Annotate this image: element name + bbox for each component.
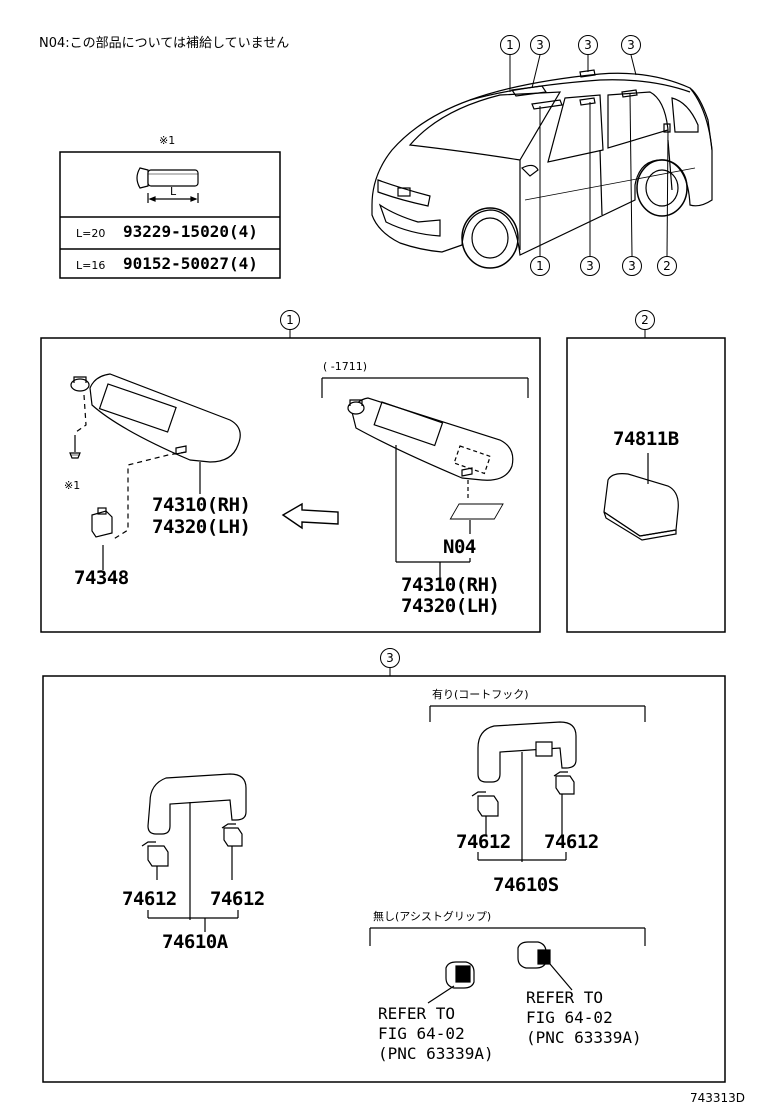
table-row-length: L=20	[76, 227, 106, 240]
callout-marker: 3	[621, 35, 641, 55]
left-sun-visor	[70, 373, 241, 463]
refer-line: REFER TO	[526, 988, 604, 1007]
note-n04: N04:この部品については補給していません	[39, 36, 290, 51]
table-row-length: L=16	[76, 259, 106, 272]
screw-drawing	[136, 167, 199, 203]
refer-line: REFER TO	[378, 1004, 456, 1023]
right-grip-clip-a	[471, 791, 499, 817]
right-assy-part: 74610S	[493, 874, 559, 896]
left-grip-clip-a	[141, 841, 169, 867]
callout-marker: 3	[530, 35, 550, 55]
right-visor-lh: 74320(LH)	[401, 595, 500, 617]
left-assy-part: 74610A	[162, 931, 228, 953]
callout-marker: 2	[657, 256, 677, 276]
room-lamp-part: 74811B	[613, 428, 679, 450]
refer-line: FIG 64-02	[378, 1024, 465, 1043]
right-visor-note: N04	[443, 536, 476, 558]
left-clip-b: 74612	[210, 888, 265, 910]
right-bracket-top	[429, 705, 646, 722]
section3-frame	[42, 675, 726, 1083]
right-bracket-bottom	[369, 927, 646, 946]
right-visor-rh: 74310(RH)	[401, 574, 500, 596]
right-visor-bracket	[321, 377, 529, 398]
left-visor-rh: 74310(RH)	[152, 494, 251, 516]
section3-marker: 3	[380, 648, 400, 668]
section2-marker: 2	[635, 310, 655, 330]
left-clip-a: 74612	[122, 888, 177, 910]
right-clip-b: 74612	[544, 831, 599, 853]
cap-drawing-1	[427, 961, 475, 1004]
clip-74348-drawing	[91, 507, 113, 570]
fastener-table-frame	[59, 151, 281, 279]
left-visor-dashes	[75, 394, 187, 541]
refer-line: FIG 64-02	[526, 1008, 613, 1027]
without-grip-heading: 無し(アシストグリップ)	[373, 910, 492, 923]
refer-line: (PNC 63339A)	[526, 1028, 642, 1047]
screw-mark: ※1	[64, 479, 81, 492]
right-clip-a: 74612	[456, 831, 511, 853]
dimension-label: L	[170, 185, 177, 198]
callout-marker: 1	[500, 35, 520, 55]
room-lamp-drawing	[603, 453, 679, 541]
cap-drawing-2	[517, 941, 573, 991]
callout-marker: 3	[580, 256, 600, 276]
right-sun-visor	[347, 397, 514, 578]
callout-marker: 1	[530, 256, 550, 276]
refer-line: (PNC 63339A)	[378, 1044, 494, 1063]
arrow-drawing	[281, 502, 339, 530]
right-assist-grip	[477, 721, 577, 862]
car-drawing	[371, 69, 713, 269]
figure-code: 743313D	[690, 1091, 746, 1105]
left-grip-clip-b	[221, 823, 243, 847]
table-row-part: 93229-15020(4)	[123, 222, 258, 241]
clip-part-number: 74348	[74, 567, 129, 589]
with-coat-hook-heading: 有り(コートフック)	[432, 688, 529, 701]
left-assist-grip	[147, 773, 247, 932]
section2-frame	[566, 337, 726, 633]
callout-marker: 3	[578, 35, 598, 55]
callout-marker: 3	[622, 256, 642, 276]
left-visor-screw	[69, 435, 81, 459]
right-grip-clip-b	[553, 771, 575, 795]
section1-marker: 1	[280, 310, 300, 330]
left-visor-lh: 74320(LH)	[152, 516, 251, 538]
car-leader-lines	[509, 54, 669, 257]
table-row-part: 90152-50027(4)	[123, 254, 258, 273]
table-mark: ※1	[159, 134, 176, 147]
right-visor-range: ( -1711)	[323, 360, 368, 373]
